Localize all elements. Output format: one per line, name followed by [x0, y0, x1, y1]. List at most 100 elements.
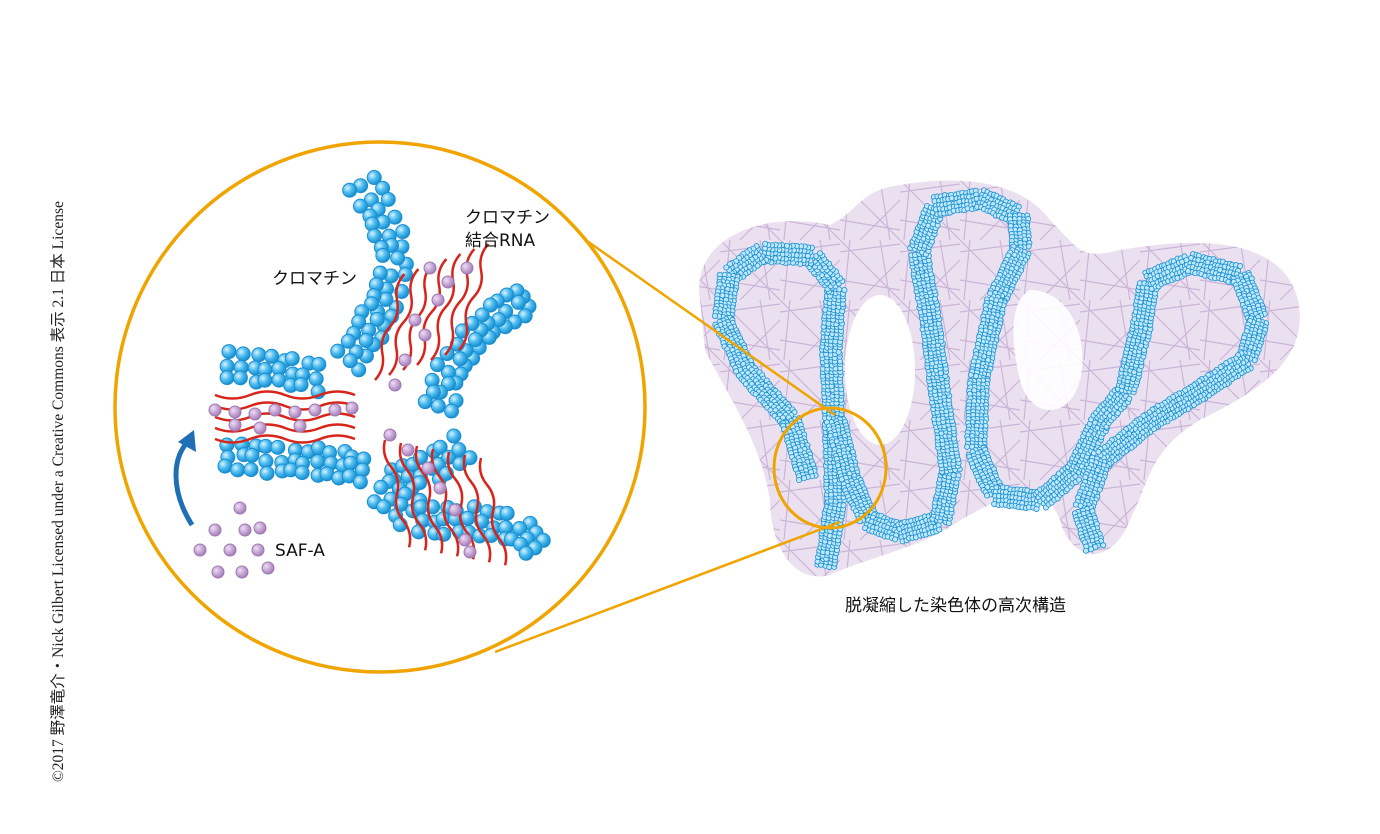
saf-a-protein — [288, 405, 302, 419]
saf-a-protein — [423, 261, 437, 275]
saf-a-protein — [401, 443, 415, 457]
nucleosome-bead — [376, 499, 392, 515]
nucleosome-bead — [467, 332, 483, 348]
saf-a-protein — [433, 481, 447, 495]
saf-a-protein — [398, 353, 412, 367]
nucleosome-bead — [390, 250, 406, 266]
nucleosome-bead — [518, 545, 534, 561]
nucleosome-bead — [243, 462, 259, 478]
saf-a-protein — [223, 543, 237, 557]
saf-a-protein — [388, 378, 402, 392]
chromatin-bead — [1100, 542, 1107, 549]
nucleosome-bead — [308, 371, 324, 387]
saf-a-protein — [458, 533, 472, 547]
saf-a-protein — [460, 261, 474, 275]
nucleosome-bead — [452, 351, 468, 367]
matrix-hole — [845, 295, 915, 445]
saf-a-protein — [418, 328, 432, 342]
nucleosome-bead — [330, 343, 346, 359]
saf-a-protein — [233, 501, 247, 515]
nucleosome-bead — [340, 333, 356, 349]
nucleosome-bead — [430, 398, 446, 414]
nucleosome-bead — [417, 394, 433, 410]
chromatin-bead — [972, 373, 979, 380]
nucleosome-bead — [257, 372, 273, 388]
saf-a-protein — [228, 405, 242, 419]
label-saf-a: SAF-A — [275, 541, 325, 561]
saf-a-protein — [261, 561, 275, 575]
chromatin-bead — [1095, 448, 1102, 455]
nucleosome-bead — [499, 505, 515, 521]
nucleosome-bead — [373, 479, 389, 495]
saf-a-protein — [383, 428, 397, 442]
chromatin-bead — [967, 371, 974, 378]
saf-a-protein — [431, 293, 445, 307]
chromatin-bead — [936, 526, 943, 533]
nucleosome-bead — [235, 346, 251, 362]
nucleosome-bead — [244, 447, 260, 463]
saf-a-protein — [293, 419, 307, 433]
copyright-notice: ©2017 野澤竜介・Nick Gilbert Licensed under a… — [50, 201, 67, 782]
chromatin-bead — [1033, 505, 1040, 512]
chromatin-bead — [796, 477, 803, 484]
nucleosome-bead — [342, 353, 358, 369]
chromatin-bead — [1237, 263, 1244, 270]
saf-a-protein — [421, 461, 435, 475]
saf-a-protein — [228, 418, 242, 432]
chromatin-bead — [733, 368, 740, 375]
saf-a-protein — [235, 565, 249, 579]
chromatin-bead — [762, 240, 769, 247]
chromatin-bead — [841, 286, 848, 293]
saf-a-protein — [238, 523, 252, 537]
nucleosome-bead — [251, 347, 267, 363]
chromatin-bead — [838, 476, 845, 483]
chromatin-bead — [1075, 476, 1082, 483]
chromatin-bead — [1082, 547, 1089, 554]
nucleosome-bead — [375, 247, 391, 263]
chromatin-bead — [816, 250, 823, 257]
saf-a-protein — [253, 521, 267, 535]
saf-a-protein — [208, 523, 222, 537]
saf-a-protein — [251, 543, 265, 557]
nucleosome-bead — [264, 348, 280, 364]
nucleosome-bead — [284, 351, 300, 367]
saf-a-protein — [253, 421, 267, 435]
chromatin-bead — [950, 472, 957, 479]
decondensed-chromosome — [711, 187, 1270, 570]
nucleosome-bead — [342, 182, 358, 198]
saf-a-protein — [408, 313, 422, 327]
nucleosome-bead — [311, 356, 327, 372]
chromatin-bead — [723, 264, 730, 271]
chromatin-bead — [752, 391, 759, 398]
saf-a-protein — [328, 403, 342, 417]
nucleosome-bead — [217, 458, 233, 474]
nucleosome-bead — [221, 344, 237, 360]
label-chromatin: クロマチン — [272, 269, 357, 289]
saf-a-protein — [463, 545, 477, 559]
nucleosome-bead — [294, 465, 310, 481]
nucleosome-bead — [444, 403, 460, 419]
nucleosome-bead — [270, 439, 286, 455]
chromatin-bead — [840, 502, 847, 509]
chromatin-bead — [783, 242, 790, 249]
matrix-hole — [1013, 290, 1083, 410]
nucleosome-bead — [352, 474, 368, 490]
saf-a-protein — [268, 403, 282, 417]
saf-a-protein — [248, 407, 262, 421]
saf-a-protein — [211, 565, 225, 579]
chromatin-bead — [1091, 419, 1098, 426]
label-chromatin-rna-1: クロマチン — [465, 208, 550, 228]
chromatin-bead — [801, 475, 808, 482]
nucleosome-bead — [259, 465, 275, 481]
chromatin-bead — [983, 492, 990, 499]
chromatin-bead — [711, 312, 718, 319]
saf-a-protein — [441, 275, 455, 289]
saf-a-protein — [308, 403, 322, 417]
chromatin-bead — [955, 472, 962, 479]
chromatin-bead — [987, 290, 994, 297]
saf-a-protein — [345, 401, 359, 415]
nucleosome-bead — [395, 224, 411, 240]
chromatin-bead — [1072, 501, 1079, 508]
chromatin-bead — [892, 536, 899, 543]
